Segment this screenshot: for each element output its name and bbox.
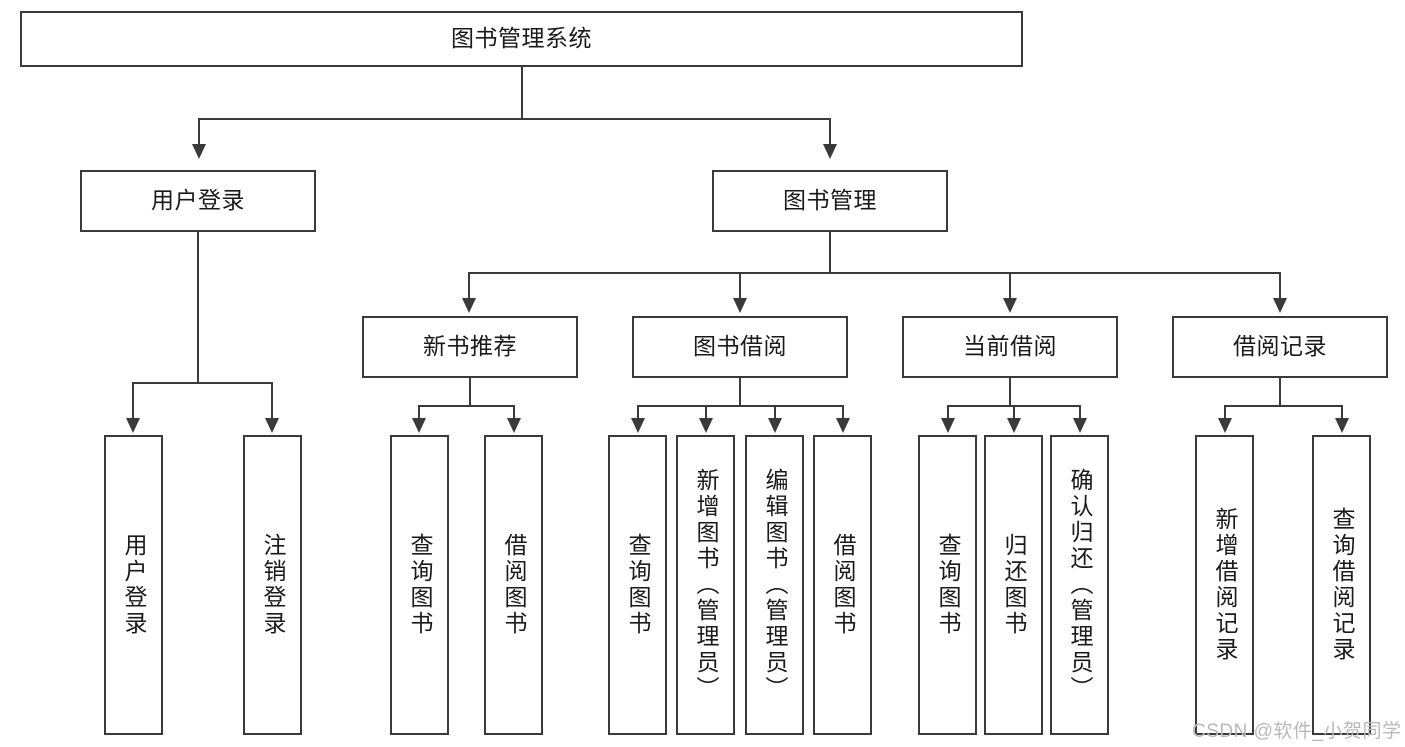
arrow-user-login-to-leaf-2 [265, 418, 279, 433]
node-label: 用户登录 [121, 533, 147, 637]
node-label: 图书管理系统 [451, 25, 592, 52]
node-label: 借阅记录 [1233, 333, 1327, 360]
connector-book-borrow-stem [739, 378, 741, 405]
arrow-current-borrow-to-leaf-3 [1073, 418, 1087, 433]
node-label: 新书推荐 [423, 333, 517, 360]
connector-book-mgmt-to-borrow-records [1279, 272, 1281, 300]
node-book-management[interactable]: 图书管理 [712, 170, 948, 232]
connector-book-mgmt-bar [469, 272, 1281, 274]
arrow-root-to-book-mgmt [823, 144, 837, 159]
arrow-book-borrow-to-leaf-1 [631, 418, 645, 433]
arrow-book-mgmt-to-new-book [462, 298, 476, 313]
arrow-book-borrow-to-leaf-2 [699, 418, 713, 433]
node-label: 查询图书 [935, 533, 961, 637]
node-label: 新增图书（管理员） [693, 468, 719, 702]
connector-book-borrow-to-leaf-3 [774, 405, 776, 420]
leaf-user-login-login[interactable]: 用户登录 [104, 435, 163, 735]
node-borrow-records[interactable]: 借阅记录 [1172, 316, 1388, 378]
connector-borrow-records-stem [1279, 378, 1281, 405]
leaf-borrow-records-add-record[interactable]: 新增借阅记录 [1195, 435, 1254, 735]
node-label: 图书借阅 [693, 333, 787, 360]
connector-borrow-records-bar [1225, 405, 1343, 407]
node-label: 查询借阅记录 [1329, 507, 1355, 663]
arrow-new-book-to-leaf-1 [412, 418, 426, 433]
leaf-borrow-records-query-record[interactable]: 查询借阅记录 [1312, 435, 1371, 735]
leaf-user-login-logout[interactable]: 注销登录 [243, 435, 302, 735]
leaf-new-book-query-books[interactable]: 查询图书 [390, 435, 449, 735]
leaf-book-borrow-edit-book-admin[interactable]: 编辑图书（管理员） [745, 435, 804, 735]
arrow-book-mgmt-to-current-borrow [1003, 298, 1017, 313]
arrow-book-borrow-to-leaf-4 [836, 418, 850, 433]
connector-new-book-stem [469, 378, 471, 405]
leaf-book-borrow-borrow-books[interactable]: 借阅图书 [813, 435, 872, 735]
connector-new-book-bar [419, 405, 515, 407]
node-label: 借阅图书 [501, 533, 527, 637]
node-book-borrow[interactable]: 图书借阅 [632, 316, 848, 378]
node-label: 归还图书 [1001, 533, 1027, 637]
node-label: 注销登录 [260, 533, 286, 637]
arrow-current-borrow-to-leaf-1 [941, 418, 955, 433]
connector-new-book-to-leaf-2 [513, 405, 515, 420]
arrow-book-borrow-to-leaf-3 [768, 418, 782, 433]
connector-book-mgmt-stem [829, 232, 831, 272]
node-label: 新增借阅记录 [1212, 507, 1238, 663]
node-label: 图书管理 [783, 187, 877, 214]
node-label: 确认归还（管理员） [1067, 468, 1093, 702]
arrow-borrow-records-to-leaf-2 [1335, 418, 1349, 433]
arrow-root-to-user-login [192, 144, 206, 159]
connector-book-mgmt-to-current-borrow [1009, 272, 1011, 300]
node-current-borrow[interactable]: 当前借阅 [902, 316, 1118, 378]
arrow-current-borrow-to-leaf-2 [1007, 418, 1021, 433]
leaf-current-borrow-return-books[interactable]: 归还图书 [984, 435, 1043, 735]
connector-borrow-records-to-leaf-1 [1224, 405, 1226, 420]
connector-book-borrow-to-leaf-1 [637, 405, 639, 420]
connector-current-borrow-to-leaf-2 [1013, 405, 1015, 420]
connector-user-login-stem [197, 232, 199, 382]
connector-root-to-user-login [198, 118, 200, 146]
connector-user-login-to-leaf-1 [132, 382, 134, 420]
arrow-book-mgmt-to-borrow-records [1273, 298, 1287, 313]
connector-current-borrow-stem [1009, 378, 1011, 405]
node-new-book-recommend[interactable]: 新书推荐 [362, 316, 578, 378]
leaf-current-borrow-query-books[interactable]: 查询图书 [918, 435, 977, 735]
connector-current-borrow-to-leaf-1 [947, 405, 949, 420]
connector-book-mgmt-to-new-book [468, 272, 470, 300]
connector-book-borrow-bar [638, 405, 844, 407]
connector-book-borrow-to-leaf-4 [842, 405, 844, 420]
leaf-book-borrow-query-books[interactable]: 查询图书 [608, 435, 667, 735]
connector-book-borrow-to-leaf-2 [705, 405, 707, 420]
node-label: 用户登录 [151, 187, 245, 214]
node-user-login[interactable]: 用户登录 [80, 170, 316, 232]
node-label: 编辑图书（管理员） [762, 468, 788, 702]
arrow-new-book-to-leaf-2 [507, 418, 521, 433]
node-label: 查询图书 [625, 533, 651, 637]
leaf-new-book-borrow-books[interactable]: 借阅图书 [484, 435, 543, 735]
node-root-library-system[interactable]: 图书管理系统 [20, 11, 1023, 67]
connector-user-login-to-leaf-2 [271, 382, 273, 420]
leaf-current-borrow-confirm-return-admin[interactable]: 确认归还（管理员） [1050, 435, 1109, 735]
connector-new-book-to-leaf-1 [418, 405, 420, 420]
arrow-book-mgmt-to-book-borrow [733, 298, 747, 313]
arrow-borrow-records-to-leaf-1 [1218, 418, 1232, 433]
csdn-watermark: CSDN @软件_小贺同学 [1192, 721, 1402, 742]
node-label: 借阅图书 [830, 533, 856, 637]
node-label: 查询图书 [407, 533, 433, 637]
node-label: 当前借阅 [963, 333, 1057, 360]
connector-root-stem [521, 67, 523, 118]
connector-root-bar [199, 118, 831, 120]
arrow-user-login-to-leaf-1 [126, 418, 140, 433]
connector-borrow-records-to-leaf-2 [1341, 405, 1343, 420]
connector-book-mgmt-to-book-borrow [739, 272, 741, 300]
connector-root-to-book-mgmt [829, 118, 831, 146]
leaf-book-borrow-add-book-admin[interactable]: 新增图书（管理员） [676, 435, 735, 735]
connector-user-login-bar [133, 382, 273, 384]
connector-current-borrow-to-leaf-3 [1079, 405, 1081, 420]
